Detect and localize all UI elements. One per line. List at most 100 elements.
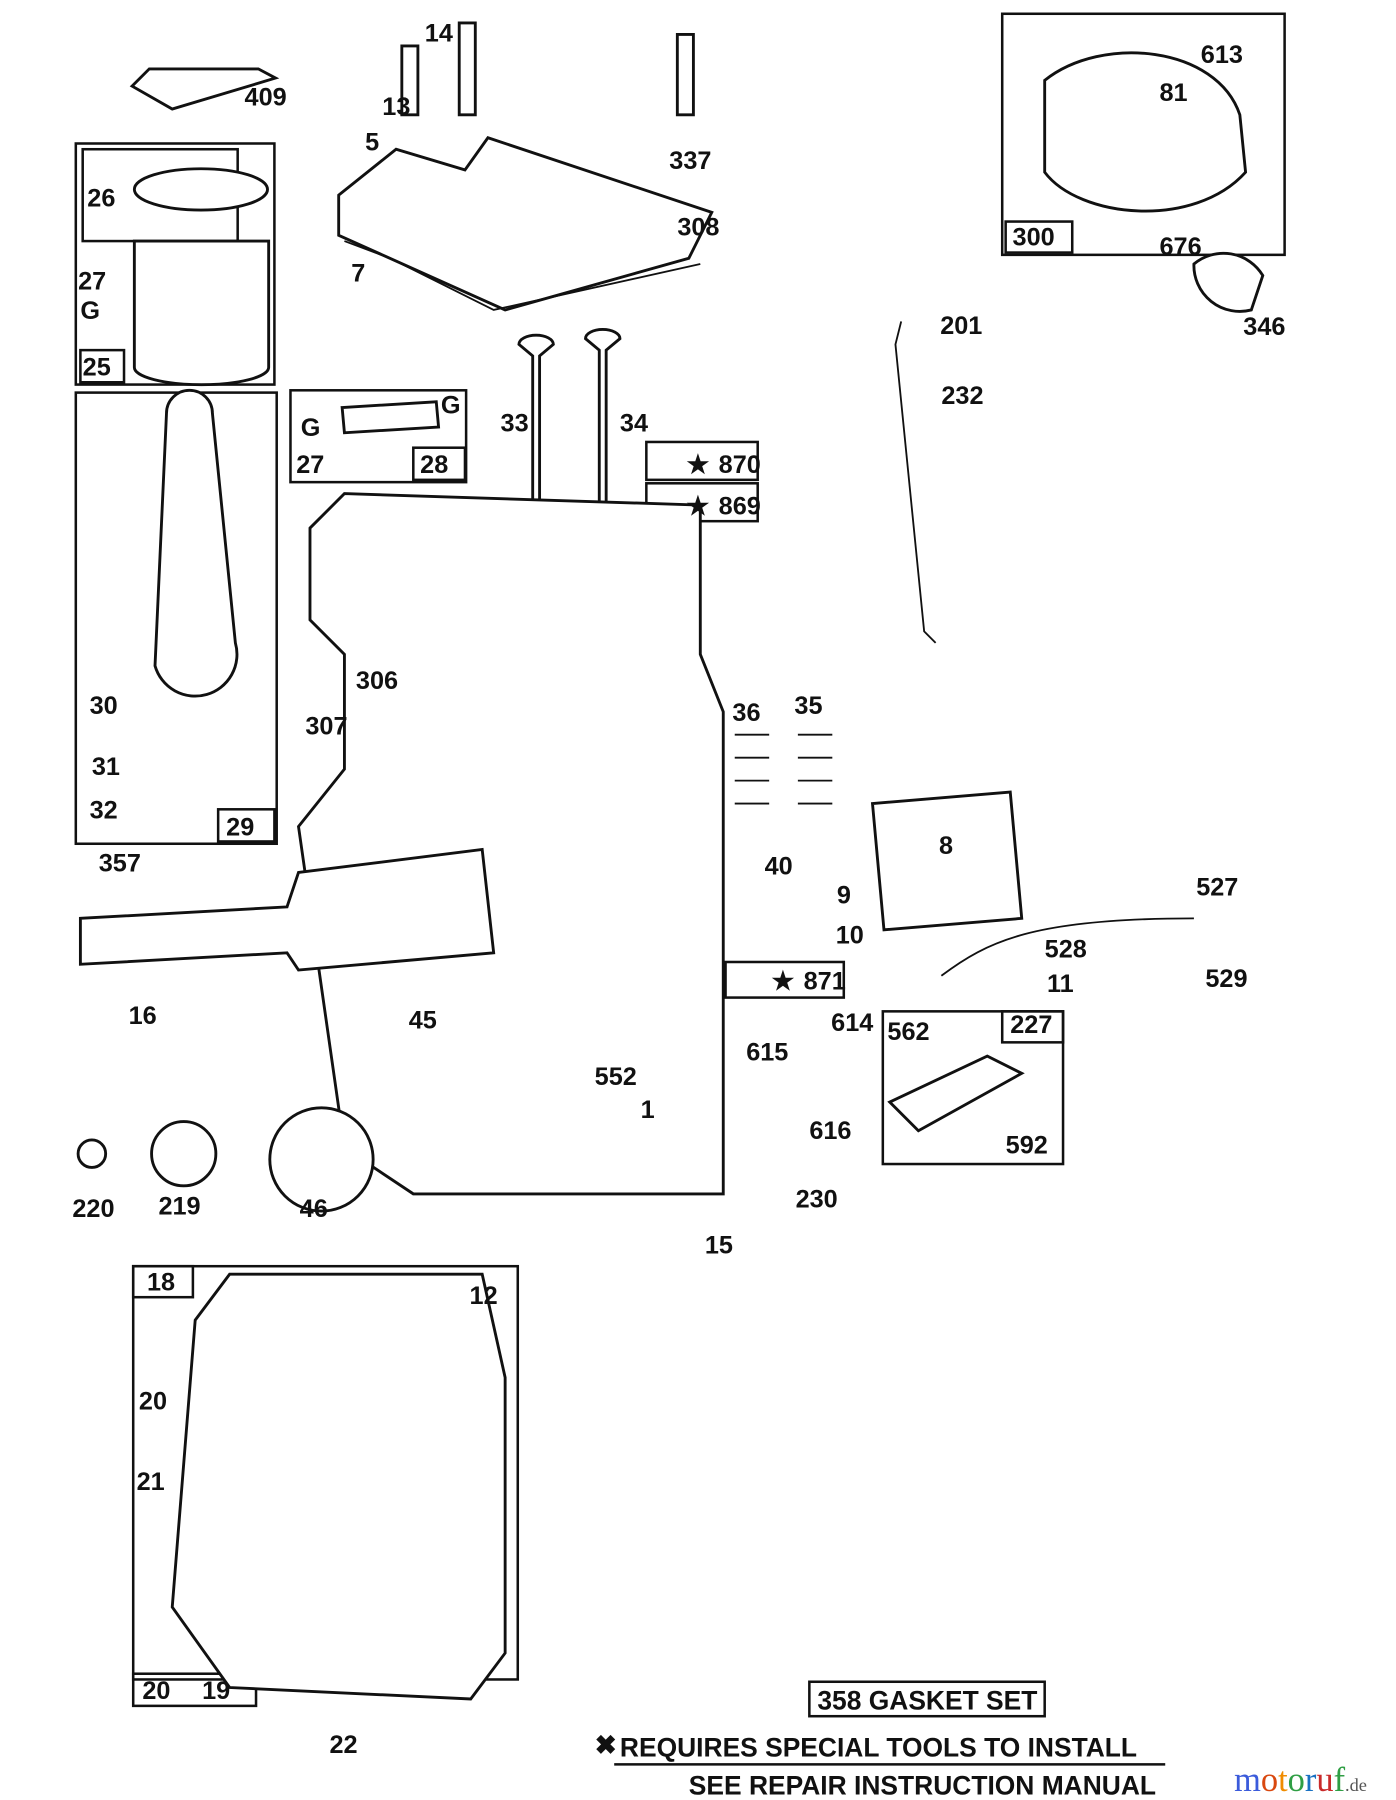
part-label-615: 615 bbox=[746, 1039, 788, 1067]
part-label-27: 27 bbox=[296, 451, 324, 479]
part-label-21: 21 bbox=[137, 1468, 165, 1496]
part-label-528: 528 bbox=[1045, 935, 1087, 963]
part-label-614: 614 bbox=[831, 1009, 873, 1037]
watermark-letter: u bbox=[1316, 1761, 1333, 1799]
part-label-676: 676 bbox=[1159, 233, 1201, 261]
bolt-14 bbox=[457, 21, 477, 117]
part-label-33: 33 bbox=[501, 410, 529, 438]
part-label-26: 26 bbox=[87, 185, 115, 213]
part-label-46: 46 bbox=[300, 1195, 328, 1223]
washer-220 bbox=[76, 1138, 108, 1169]
part-label-10: 10 bbox=[836, 922, 864, 950]
part-label-G: G bbox=[80, 297, 100, 325]
air-baffle-409 bbox=[129, 67, 280, 111]
part-label-36: 36 bbox=[732, 699, 760, 727]
repair-manual-note: SEE REPAIR INSTRUCTION MANUAL bbox=[689, 1770, 1156, 1800]
part-label-28: 28 bbox=[420, 451, 448, 479]
part-label-227: 227 bbox=[1010, 1011, 1052, 1039]
part-label-20: 20 bbox=[142, 1677, 170, 1705]
part-label-27: 27 bbox=[78, 267, 106, 295]
watermark-letter: m bbox=[1234, 1761, 1261, 1799]
piston-rings-26 bbox=[132, 167, 269, 212]
part-label-29: 29 bbox=[226, 814, 254, 842]
part-label-34: 34 bbox=[620, 410, 648, 438]
part-label-230: 230 bbox=[796, 1186, 838, 1214]
part-label-G: G bbox=[441, 391, 461, 419]
part-label-562: 562 bbox=[887, 1018, 929, 1046]
part-label-871: 871 bbox=[804, 968, 846, 996]
part-label-869: 869 bbox=[719, 492, 761, 520]
cam-gear-46 bbox=[268, 1106, 375, 1213]
watermark-suffix: .de bbox=[1345, 1775, 1367, 1795]
part-drawings bbox=[76, 21, 1265, 1701]
governor-lever-562 bbox=[887, 1054, 1025, 1133]
spring-springs-36-35 bbox=[734, 733, 833, 805]
part-label-14: 14 bbox=[425, 19, 453, 47]
part-label-219: 219 bbox=[158, 1193, 200, 1221]
part-label-308: 308 bbox=[677, 213, 719, 241]
part-label-16: 16 bbox=[129, 1002, 157, 1030]
valve-33 bbox=[517, 333, 555, 576]
part-label-870: 870 bbox=[719, 451, 761, 479]
part-label-220: 220 bbox=[72, 1195, 114, 1223]
governor-gear-219 bbox=[150, 1120, 218, 1188]
part-label-40: 40 bbox=[765, 853, 793, 881]
muffler-guard-676 bbox=[1192, 251, 1265, 313]
part-label-307: 307 bbox=[305, 713, 347, 741]
part-label-1: 1 bbox=[641, 1096, 655, 1124]
part-label-552: 552 bbox=[595, 1063, 637, 1091]
part-label-300: 300 bbox=[1013, 224, 1055, 252]
gasket-set-label: 358 GASKET SET bbox=[817, 1685, 1037, 1715]
part-label-31: 31 bbox=[92, 753, 120, 781]
part-label-13: 13 bbox=[382, 93, 410, 121]
head-gasket-7 bbox=[344, 240, 701, 311]
watermark-letter: r bbox=[1305, 1761, 1317, 1799]
bolt-13 bbox=[400, 44, 420, 117]
part-label-409: 409 bbox=[245, 84, 287, 112]
breather-tube-528 bbox=[940, 917, 1194, 977]
part-label-8: 8 bbox=[939, 832, 953, 860]
watermark-logo: motoruf.de bbox=[1234, 1761, 1367, 1799]
crankshaft-16 bbox=[78, 847, 496, 972]
part-label-201: 201 bbox=[940, 312, 982, 340]
part-label-529: 529 bbox=[1205, 965, 1247, 993]
special-tools-note: REQUIRES SPECIAL TOOLS TO INSTALL bbox=[620, 1732, 1137, 1762]
governor-link-232 bbox=[894, 321, 937, 644]
part-label-12: 12 bbox=[470, 1282, 498, 1310]
spark-plug-337 bbox=[675, 33, 695, 117]
part-label-20: 20 bbox=[139, 1388, 167, 1416]
part-label-G: G bbox=[301, 414, 321, 442]
part-label-25: 25 bbox=[83, 353, 111, 381]
part-label-5: 5 bbox=[365, 128, 379, 156]
cylinder-head-5 bbox=[337, 136, 714, 312]
part-label-346: 346 bbox=[1243, 313, 1285, 341]
sump-18 bbox=[170, 1272, 507, 1701]
part-label-11: 11 bbox=[1047, 970, 1074, 998]
part-label-19: 19 bbox=[202, 1677, 230, 1705]
part-label-592: 592 bbox=[1006, 1132, 1048, 1160]
watermark-letter: o bbox=[1261, 1761, 1278, 1799]
star-icon: ★ bbox=[771, 968, 794, 996]
watermark-letter: f bbox=[1334, 1761, 1346, 1799]
breather-8 bbox=[870, 790, 1024, 932]
star-icon: ★ bbox=[687, 492, 710, 520]
watermark-letter: t bbox=[1278, 1761, 1288, 1799]
part-label-32: 32 bbox=[90, 796, 118, 824]
part-label-306: 306 bbox=[356, 667, 398, 695]
part-label-22: 22 bbox=[330, 1731, 358, 1759]
part-label-616: 616 bbox=[809, 1117, 851, 1145]
muffler-300 bbox=[1043, 51, 1248, 213]
part-label-30: 30 bbox=[90, 692, 118, 720]
part-label-9: 9 bbox=[837, 881, 851, 909]
special-tools-marker: ✖ bbox=[595, 1730, 617, 1760]
piston-25 bbox=[132, 239, 271, 387]
part-label-81: 81 bbox=[1159, 79, 1187, 107]
part-label-613: 613 bbox=[1201, 41, 1243, 69]
part-label-45: 45 bbox=[409, 1007, 437, 1035]
part-label-35: 35 bbox=[794, 692, 822, 720]
watermark-letter: o bbox=[1288, 1761, 1305, 1799]
part-label-337: 337 bbox=[669, 147, 711, 175]
cylinder-block-1 bbox=[297, 492, 725, 1196]
